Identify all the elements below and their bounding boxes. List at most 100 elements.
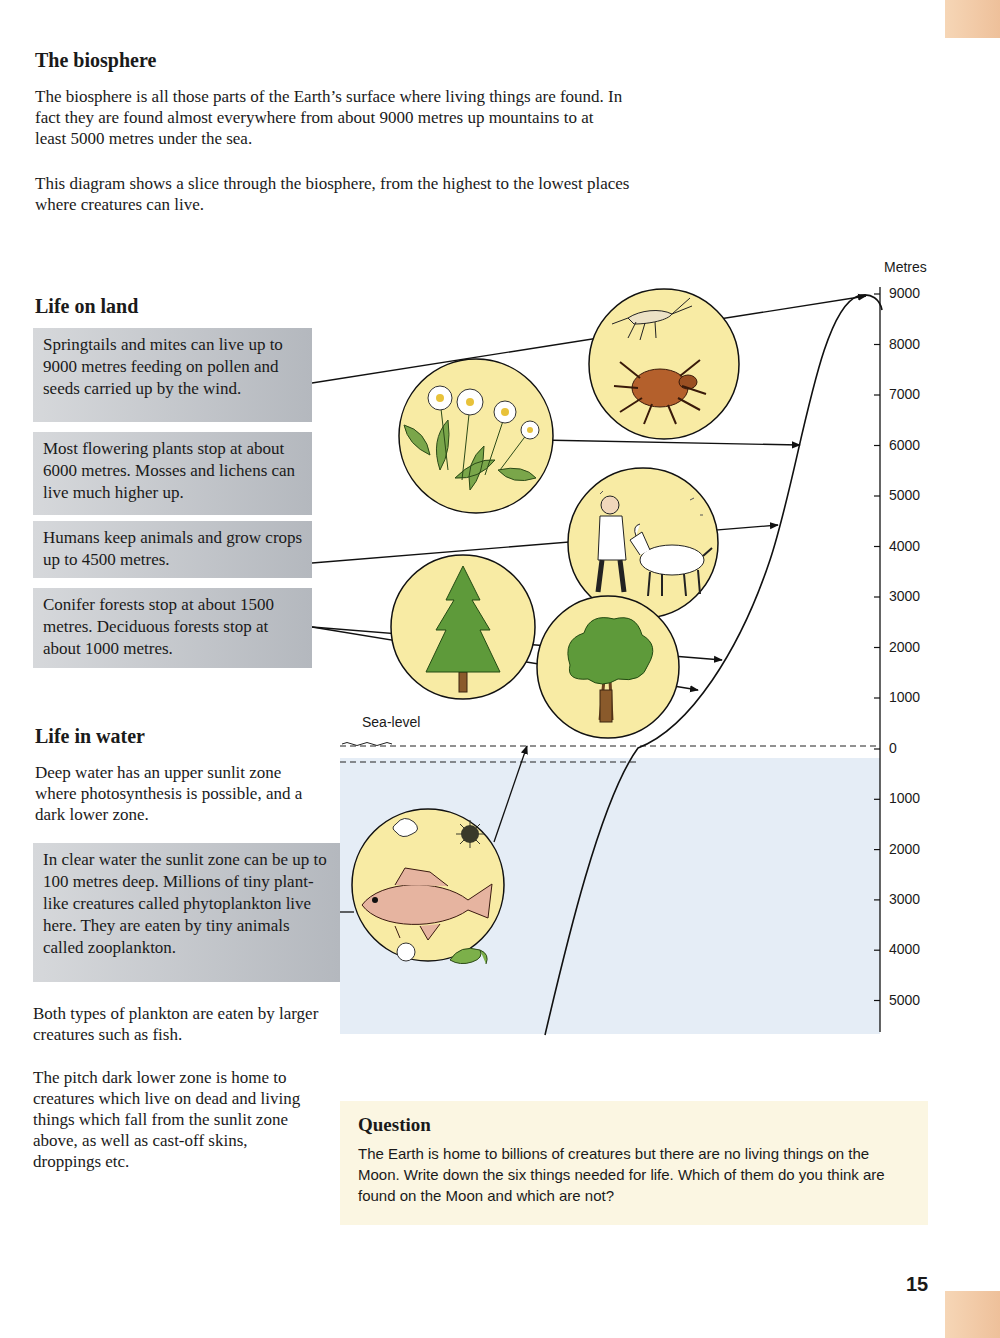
body-text: Both types of plankton are eaten by larg…	[33, 1003, 323, 1045]
info-box: In clear water the sunlit zone can be up…	[33, 843, 340, 982]
body-text: The pitch dark lower zone is home to cre…	[33, 1067, 317, 1172]
mite-circle-part	[612, 298, 692, 340]
axis-value: 4000	[889, 538, 939, 554]
axis	[879, 287, 880, 1032]
conifer-circle	[391, 555, 535, 699]
info-box: Springtails and mites can live up to 900…	[33, 328, 312, 422]
plankton-fish-circle	[352, 809, 504, 964]
axis-value: 9000	[889, 285, 939, 301]
axis-tick	[874, 344, 880, 345]
flower-circle-part	[399, 359, 553, 513]
flower-circle-part-part	[466, 398, 474, 406]
leader-lines-part	[540, 440, 800, 445]
mite-circle-part	[614, 360, 706, 424]
deciduous-tree-circle-part	[600, 690, 612, 722]
farmer-goat-circle-part	[648, 548, 712, 596]
body-text: Deep water has an upper sunlit zone wher…	[35, 762, 317, 825]
box-text: Springtails and mites can live up to 900…	[43, 334, 304, 400]
axis-value: 0	[889, 740, 939, 756]
sea-level-lines-part	[342, 743, 392, 746]
box-text: In clear water the sunlit zone can be up…	[43, 849, 332, 959]
page-title: The biosphere	[35, 50, 156, 71]
intro-text: This diagram shows a slice through the b…	[35, 173, 635, 215]
axis-value: 7000	[889, 386, 939, 402]
section-heading: Life in water	[35, 726, 295, 747]
axis-value: 3000	[889, 891, 939, 907]
mite-circle-part	[589, 289, 739, 439]
plankton-fish-circle-part	[372, 897, 378, 903]
sea-level-lines	[340, 743, 880, 763]
axis-tick	[874, 799, 880, 800]
axis-value: 5000	[889, 992, 939, 1008]
axis-tick	[874, 445, 880, 446]
conifer-circle-part	[426, 566, 500, 672]
axis-tick	[874, 293, 880, 294]
leader-lines-part	[494, 746, 527, 842]
flower-circle-part	[440, 400, 530, 480]
axis-value: 3000	[889, 588, 939, 604]
box-text: Most flowering plants stop at about 6000…	[43, 438, 304, 504]
flower-circle-part-part	[436, 394, 444, 402]
info-box: Humans keep animals and grow crops up to…	[33, 521, 312, 578]
plankton-fish-circle-part	[352, 809, 504, 961]
plankton-fish-circle-part	[393, 818, 418, 836]
flower-circle-part-part	[501, 408, 509, 416]
axis-tick	[874, 697, 880, 698]
box-text: Humans keep animals and grow crops up to…	[43, 527, 304, 571]
axis-value: 1000	[889, 790, 939, 806]
axis-tick	[874, 495, 880, 496]
axis-value: 1000	[889, 689, 939, 705]
sea-level-lines-part	[340, 762, 640, 763]
box-text: Conifer forests stop at about 1500 metre…	[43, 594, 304, 660]
section-heading: Life on land	[35, 296, 295, 317]
question-text: The Earth is home to billions of creatur…	[358, 1143, 910, 1206]
flower-circle	[399, 359, 553, 513]
farmer-goat-circle-part	[598, 516, 626, 560]
axis-tick	[874, 394, 880, 395]
question-heading: Question	[358, 1113, 910, 1137]
info-box: Conifer forests stop at about 1500 metre…	[33, 588, 312, 668]
axis-tick	[874, 849, 880, 850]
plankton-fish-circle-part	[456, 820, 484, 848]
axis-value: 8000	[889, 336, 939, 352]
farmer-goat-circle-part	[568, 468, 718, 618]
sea-water	[340, 758, 880, 1034]
flower-circle-part-part	[527, 427, 533, 433]
plankton-fish-circle-part	[362, 884, 492, 924]
flower-circle-part	[404, 420, 536, 490]
conifer-circle-part	[459, 672, 467, 692]
axis-tick	[874, 1000, 880, 1001]
flower-circle-part	[436, 394, 533, 433]
deciduous-tree-circle	[537, 596, 679, 738]
flower-circle-part-part	[428, 386, 452, 410]
sea-level-label: Sea-level	[362, 714, 452, 730]
flower-circle-part-part	[457, 389, 483, 415]
mite-circle-part	[632, 369, 688, 407]
axis-tick	[874, 546, 880, 547]
mite-circle	[589, 289, 739, 439]
page-number: 15	[906, 1274, 946, 1295]
flower-circle-part-part	[494, 401, 516, 423]
info-box: Most flowering plants stop at about 6000…	[33, 432, 312, 515]
axis-value: 6000	[889, 437, 939, 453]
flower-circle-part	[428, 386, 539, 439]
farmer-goat-circle-part	[600, 491, 703, 515]
farmer-goat-circle	[568, 468, 718, 618]
farmer-goat-circle-part	[601, 496, 619, 514]
question-box: QuestionThe Earth is home to billions of…	[340, 1101, 928, 1225]
plankton-fish-circle-part	[450, 948, 487, 964]
axis-tick	[874, 950, 880, 951]
farmer-goat-circle-part	[630, 524, 650, 555]
axis-value: 2000	[889, 639, 939, 655]
corner-tab	[945, 0, 1000, 38]
axis-value: 4000	[889, 941, 939, 957]
plankton-fish-circle-part	[395, 868, 448, 940]
flower-circle-part-part	[521, 421, 539, 439]
corner-tab	[945, 1291, 1000, 1338]
sea-level-lines-part	[340, 746, 880, 747]
axis-tick	[874, 596, 880, 597]
plankton-fish-circle-part	[397, 943, 415, 961]
conifer-circle-part	[391, 555, 535, 699]
axis-tick	[874, 748, 880, 749]
